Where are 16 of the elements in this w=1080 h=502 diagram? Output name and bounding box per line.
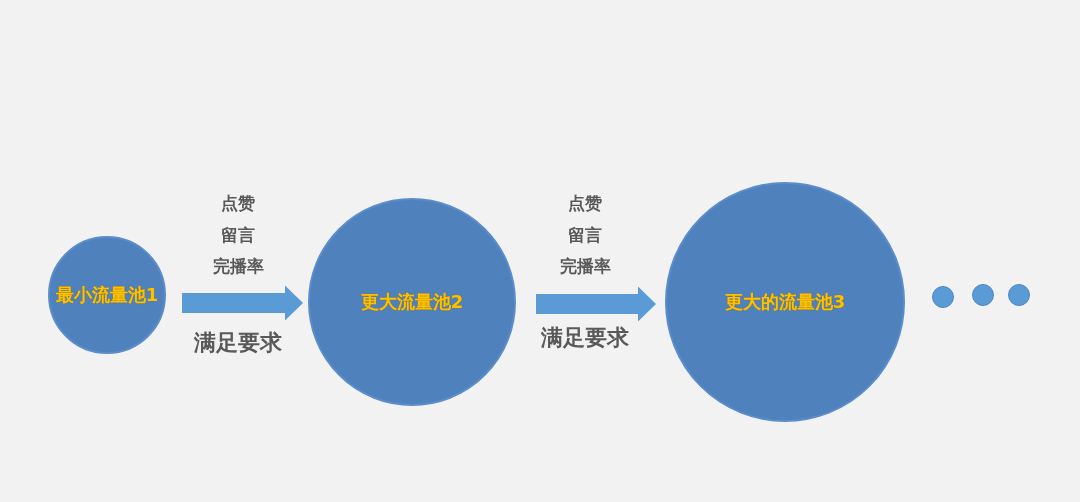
block-arrow — [182, 285, 303, 321]
edge-label: 满足要求 — [194, 330, 282, 356]
dot-icon — [972, 284, 994, 306]
edge-label: 满足要求 — [541, 325, 629, 351]
criterion-label: 点赞 — [568, 193, 602, 213]
criterion-label: 留言 — [568, 225, 602, 245]
block-arrow — [536, 286, 656, 322]
criterion-label: 完播率 — [212, 256, 264, 276]
criterion-label: 点赞 — [221, 193, 255, 213]
criterion-label: 完播率 — [559, 256, 611, 276]
dot-icon — [1008, 284, 1030, 306]
circle-label: 最小流量池1 — [55, 285, 159, 305]
circle-label: 更大流量池2 — [360, 292, 464, 312]
criterion-label: 留言 — [221, 225, 255, 245]
dot-icon — [932, 286, 954, 308]
circle-label: 更大的流量池3 — [724, 292, 846, 312]
